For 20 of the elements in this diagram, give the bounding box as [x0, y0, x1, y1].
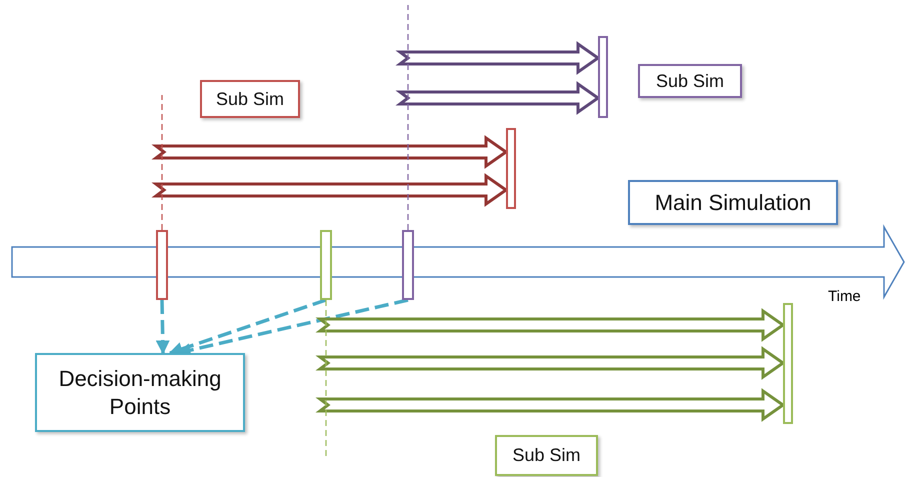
end-bar [506, 128, 516, 209]
block-arrow [396, 41, 601, 75]
dashed-line [407, 5, 409, 230]
block-arrow [316, 308, 786, 342]
label-box: Sub Sim [638, 64, 742, 98]
block-arrow [316, 346, 786, 380]
dashed-arrow [168, 298, 327, 356]
label-box: Sub Sim [495, 435, 598, 476]
block-arrow [152, 135, 509, 169]
label-box: Decision-making Points [35, 353, 245, 432]
block-arrow [316, 388, 786, 422]
label-box: Sub Sim [200, 80, 300, 118]
block-arrow [396, 81, 601, 115]
dashed-arrow [156, 300, 170, 354]
end-bar [783, 303, 793, 424]
label-box: Main Simulation [628, 180, 838, 225]
end-bar [598, 36, 608, 118]
block-arrow [152, 173, 509, 207]
axis-label: Time [828, 287, 861, 307]
dashed-line [161, 95, 163, 230]
